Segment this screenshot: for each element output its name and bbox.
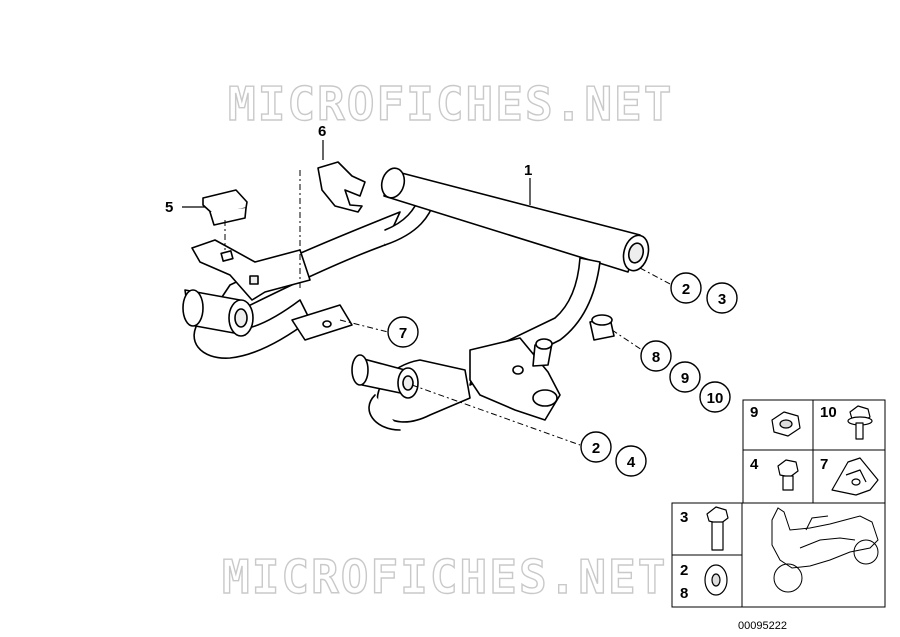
clip-nut-icon bbox=[831, 457, 879, 496]
legend-parts bbox=[704, 405, 879, 596]
motorcycle-outline-icon bbox=[771, 507, 879, 593]
callout-7: 7 bbox=[387, 316, 419, 348]
watermark-bottom: MICROFICHES.NET bbox=[222, 550, 667, 604]
callout-10: 10 bbox=[699, 381, 731, 413]
legend-label-3: 3 bbox=[680, 509, 688, 526]
leader-lines bbox=[182, 140, 531, 208]
svg-text:3: 3 bbox=[718, 291, 726, 308]
assembly-lines bbox=[224, 170, 673, 446]
frame-assembly bbox=[182, 161, 650, 431]
hex-nut-icon bbox=[771, 411, 801, 437]
callout-4: 4 bbox=[615, 445, 647, 477]
legend-label-4: 4 bbox=[750, 456, 759, 473]
long-bolt-icon bbox=[706, 506, 729, 551]
svg-text:2: 2 bbox=[682, 281, 690, 298]
svg-text:10: 10 bbox=[707, 390, 724, 407]
callout-9: 9 bbox=[669, 361, 701, 393]
svg-text:8: 8 bbox=[652, 349, 660, 366]
svg-text:2: 2 bbox=[592, 440, 600, 457]
flange-bolt-icon bbox=[847, 405, 873, 440]
callout-5: 5 bbox=[165, 199, 173, 216]
callout-3: 3 bbox=[706, 282, 738, 314]
callouts: 1 5 6 2 3 7 8 9 10 2 bbox=[165, 123, 738, 477]
hex-bolt-icon bbox=[777, 459, 799, 491]
svg-text:7: 7 bbox=[399, 325, 407, 342]
legend-label-8: 8 bbox=[680, 585, 688, 602]
callout-8: 8 bbox=[640, 340, 672, 372]
legend-labels: 9 10 4 7 3 2 8 bbox=[680, 404, 837, 602]
parts-legend bbox=[671, 399, 886, 608]
legend-label-7: 7 bbox=[820, 456, 828, 473]
legend-label-9: 9 bbox=[750, 404, 758, 421]
legend-label-10: 10 bbox=[820, 404, 837, 421]
callout-2-upper: 2 bbox=[670, 272, 702, 304]
washer-icon bbox=[704, 564, 728, 596]
svg-text:9: 9 bbox=[681, 370, 689, 387]
legend-label-2: 2 bbox=[680, 562, 688, 579]
callout-2-lower: 2 bbox=[580, 431, 612, 463]
callout-1: 1 bbox=[524, 162, 532, 179]
svg-text:4: 4 bbox=[627, 454, 636, 471]
reference-number: 00095222 bbox=[738, 620, 787, 632]
callout-6: 6 bbox=[318, 123, 326, 140]
watermark-top: MICROFICHES.NET bbox=[228, 77, 673, 131]
